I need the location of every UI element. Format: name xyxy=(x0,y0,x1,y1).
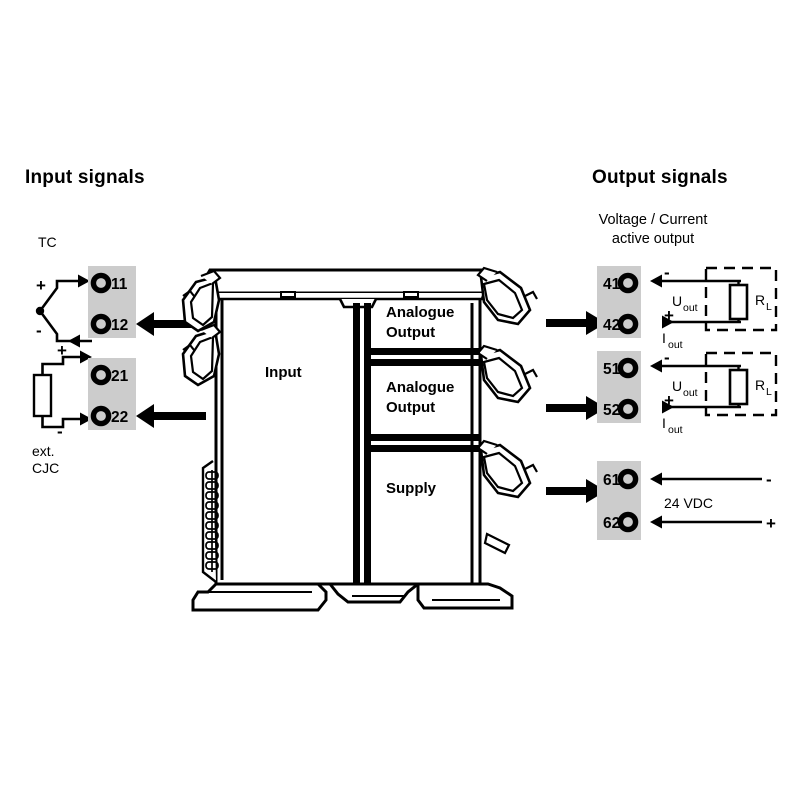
ext-cjc-symbol: + - ext. CJC xyxy=(32,341,92,476)
output-subtitle-line1: Voltage / Current xyxy=(599,212,708,228)
output1-iout-label: I xyxy=(662,330,666,346)
terminal-label-21: 21 xyxy=(111,368,129,385)
input-arrow-tc xyxy=(136,312,206,336)
terminal-label-51: 51 xyxy=(603,361,621,378)
terminal-block-right-3 xyxy=(476,439,538,499)
terminal-label-42: 42 xyxy=(603,317,620,334)
terminal-label-22: 22 xyxy=(111,409,128,426)
terminal-pad-ao2[interactable]: 51 52 xyxy=(597,351,641,423)
block-label-analogue-output-1-line1: Analogue xyxy=(386,304,454,321)
ventilation-grille xyxy=(201,460,219,583)
block-label-analogue-output-2-line1: Analogue xyxy=(386,379,454,396)
tc-plus-label: + xyxy=(36,276,46,295)
terminal-pad-cjc[interactable]: 21 22 xyxy=(88,358,136,430)
block-label-analogue-output-1-line2: Output xyxy=(386,324,435,341)
output2-iout-sub: out xyxy=(668,424,683,436)
supply-circuit-61-62: - + 24 VDC xyxy=(650,470,776,533)
output1-uout-label: U xyxy=(672,293,682,309)
terminal-label-12: 12 xyxy=(111,317,128,334)
input-signals-heading: Input signals xyxy=(25,167,145,188)
supply-voltage-label: 24 VDC xyxy=(664,495,713,511)
output-arrow-ao1 xyxy=(546,311,606,335)
output2-plus-label: + xyxy=(664,391,674,410)
terminal-pad-tc[interactable]: 11 12 xyxy=(88,266,136,338)
terminal-label-11: 11 xyxy=(111,276,128,293)
terminal-block-left-2 xyxy=(181,323,222,387)
output2-rl-sub: L xyxy=(766,386,772,398)
supply-plus-label: + xyxy=(766,514,776,533)
cjc-minus-label: - xyxy=(57,422,63,441)
output-arrow-supply xyxy=(546,479,606,503)
output1-plus-label: + xyxy=(664,306,674,325)
cjc-label-line1: ext. xyxy=(32,443,55,459)
terminal-pad-supply[interactable]: 61 62 xyxy=(597,461,641,540)
block-label-supply: Supply xyxy=(386,480,437,497)
output1-minus-label: - xyxy=(664,263,670,282)
terminal-label-52: 52 xyxy=(603,402,620,419)
device-housing: Input Analogue Output Analogue Output Su… xyxy=(181,266,538,612)
output2-uout-sub: out xyxy=(683,387,698,399)
terminal-pad-ao1[interactable]: 41 42 xyxy=(597,266,641,338)
block-label-input: Input xyxy=(265,364,302,381)
output-signals-heading: Output signals xyxy=(592,167,728,188)
terminal-block-left-1 xyxy=(181,269,222,333)
output2-rl-label: R xyxy=(755,377,765,393)
terminal-label-41: 41 xyxy=(603,276,621,293)
terminal-label-61: 61 xyxy=(603,472,621,489)
tc-symbol: + - xyxy=(35,274,92,348)
output1-rl-label: R xyxy=(755,292,765,308)
output1-uout-sub: out xyxy=(683,302,698,314)
output2-uout-label: U xyxy=(672,378,682,394)
cjc-label-line2: CJC xyxy=(32,460,59,476)
output2-iout-label: I xyxy=(662,415,666,431)
cjc-plus-label: + xyxy=(57,341,67,360)
input-arrow-cjc xyxy=(136,404,206,428)
output-arrow-ao2 xyxy=(546,396,606,420)
output2-minus-label: - xyxy=(664,348,670,367)
output1-iout-sub: out xyxy=(668,339,683,351)
tc-label: TC xyxy=(38,234,57,250)
output-circuit-41-42: - + U out I out R L xyxy=(650,263,778,351)
tc-minus-label: - xyxy=(36,321,42,340)
supply-minus-label: - xyxy=(766,470,772,489)
block-label-analogue-output-2-line2: Output xyxy=(386,399,435,416)
terminal-label-62: 62 xyxy=(603,515,620,532)
output-subtitle-line2: active output xyxy=(612,231,694,247)
output-circuit-51-52: - + U out I out R L xyxy=(650,348,778,436)
terminal-block-right-1 xyxy=(476,266,538,326)
output1-rl-sub: L xyxy=(766,301,772,313)
terminal-block-right-2 xyxy=(476,344,538,404)
